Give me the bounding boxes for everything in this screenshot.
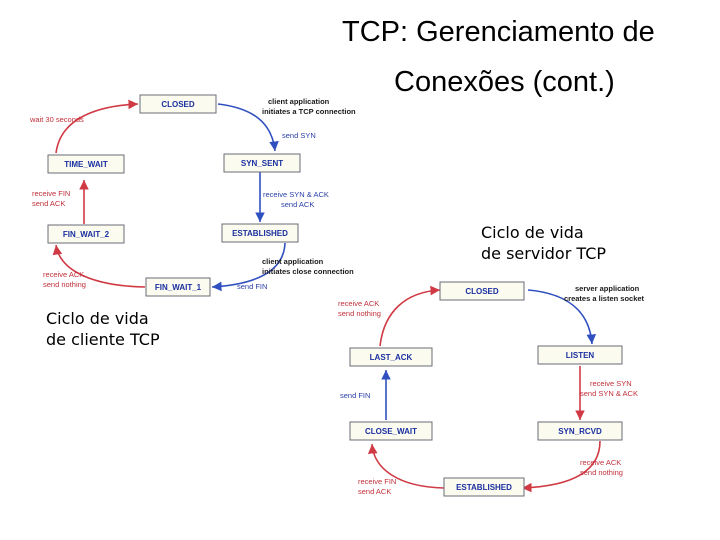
client-state-closed: CLOSED xyxy=(139,94,217,114)
svg-text:CLOSED: CLOSED xyxy=(161,100,195,109)
svg-text:FIN_WAIT_2: FIN_WAIT_2 xyxy=(63,230,110,239)
label-send-syn: send SYN xyxy=(282,131,316,140)
client-lifecycle-caption: Ciclo de vida de cliente TCP xyxy=(46,308,160,350)
page-title-line-1: TCP: Gerenciamento de xyxy=(342,16,655,48)
label-client-app-close-2: initiates close connection xyxy=(262,267,354,276)
svg-text:SYN_SENT: SYN_SENT xyxy=(241,159,283,168)
arrow-lastack-to-closed xyxy=(379,285,441,347)
label-send-fin: send FIN xyxy=(237,282,267,291)
label-send-fin-server: send FIN xyxy=(340,391,370,400)
svg-text:CLOSED: CLOSED xyxy=(465,287,499,296)
server-lifecycle-caption: Ciclo de vida de servidor TCP xyxy=(481,222,606,264)
label-send-nothing-established: send nothing xyxy=(580,468,623,477)
label-client-app-close-1: client application xyxy=(262,257,324,266)
page-title-line-2: Conexões (cont.) xyxy=(394,66,615,98)
arrow-established-to-closewait xyxy=(367,443,445,489)
svg-text:LAST_ACK: LAST_ACK xyxy=(370,353,413,362)
arrow-established-to-finwait1 xyxy=(211,242,286,292)
server-state-diagram: CLOSED LISTEN SYN_RCVD ESTABLISHED CLOSE… xyxy=(338,281,645,497)
server-state-close-wait: CLOSE_WAIT xyxy=(349,421,433,441)
client-caption-line-1: Ciclo de vida xyxy=(46,309,149,328)
label-send-nothing: send nothing xyxy=(43,280,86,289)
label-send-syn-ack: send SYN & ACK xyxy=(580,389,638,398)
svg-text:LISTEN: LISTEN xyxy=(566,351,595,360)
label-send-ack-server: send ACK xyxy=(358,487,391,496)
label-server-app-1: server application xyxy=(575,284,640,293)
arrow-finwait1-to-finwait2 xyxy=(52,244,146,288)
label-receive-fin-server: receive FIN xyxy=(358,477,396,486)
arrow-closed-to-synsent xyxy=(217,103,279,152)
arrow-timewait-to-closed xyxy=(55,99,139,154)
server-state-last-ack: LAST_ACK xyxy=(349,347,433,367)
arrow-synrcvd-to-established xyxy=(521,440,601,493)
label-server-app-2: creates a listen socket xyxy=(564,294,645,303)
client-state-fin-wait-2: FIN_WAIT_2 xyxy=(47,224,125,244)
client-state-diagram: CLOSED SYN_SENT ESTABLISHED FIN_WAIT_1 F… xyxy=(29,94,356,297)
label-send-ack: send ACK xyxy=(281,200,314,209)
server-state-syn-rcvd: SYN_RCVD xyxy=(537,421,623,441)
label-receive-ack-last: receive ACK xyxy=(338,299,379,308)
label-receive-ack: receive ACK xyxy=(43,270,84,279)
label-receive-fin: receive FIN xyxy=(32,189,70,198)
client-caption-line-2: de cliente TCP xyxy=(46,330,160,349)
label-receive-ack-established: receive ACK xyxy=(580,458,621,467)
label-client-app-connect-2: initiates a TCP connection xyxy=(262,107,356,116)
label-receive-syn: receive SYN xyxy=(590,379,632,388)
server-caption-line-1: Ciclo de vida xyxy=(481,223,584,242)
label-send-nothing-last: send nothing xyxy=(338,309,381,318)
label-client-app-connect-1: client application xyxy=(268,97,330,106)
svg-text:FIN_WAIT_1: FIN_WAIT_1 xyxy=(155,283,202,292)
svg-text:ESTABLISHED: ESTABLISHED xyxy=(456,483,512,492)
arrow-closed-to-listen xyxy=(527,289,597,345)
svg-text:CLOSE_WAIT: CLOSE_WAIT xyxy=(365,427,417,436)
server-state-established: ESTABLISHED xyxy=(443,477,525,497)
server-state-listen: LISTEN xyxy=(537,345,623,365)
label-receive-syn-ack: receive SYN & ACK xyxy=(263,190,329,199)
svg-text:TIME_WAIT: TIME_WAIT xyxy=(64,160,108,169)
client-state-established: ESTABLISHED xyxy=(221,223,299,243)
label-wait-30-seconds: wait 30 seconds xyxy=(29,115,84,124)
server-caption-line-2: de servidor TCP xyxy=(481,244,607,263)
label-send-ack-fin: send ACK xyxy=(32,199,65,208)
client-state-fin-wait-1: FIN_WAIT_1 xyxy=(145,277,211,297)
client-state-syn-sent: SYN_SENT xyxy=(223,153,301,173)
svg-text:SYN_RCVD: SYN_RCVD xyxy=(558,427,602,436)
server-state-closed: CLOSED xyxy=(439,281,525,301)
client-state-time-wait: TIME_WAIT xyxy=(47,154,125,174)
svg-text:ESTABLISHED: ESTABLISHED xyxy=(232,229,288,238)
